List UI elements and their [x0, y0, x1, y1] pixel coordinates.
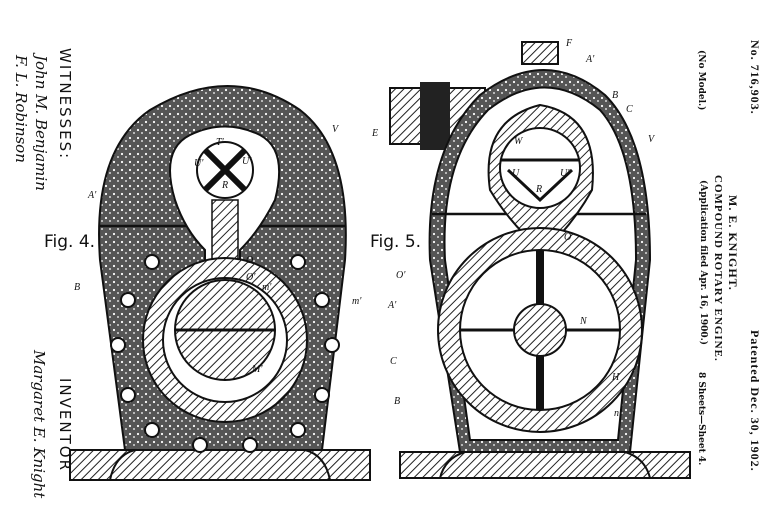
fig5-part-label: C	[626, 104, 633, 115]
fig4-part-label: m'	[352, 296, 362, 307]
fig5-part-label: F	[566, 38, 573, 49]
fig4-part-label: M'	[252, 364, 263, 375]
fig5-part-label: E	[372, 128, 379, 139]
fig5-part-label: H	[612, 372, 620, 383]
fig4-part-label: V	[332, 124, 339, 135]
fig4-part-label: T'	[216, 137, 224, 148]
fig5-part-label: B	[612, 90, 619, 101]
fig4-part-label: m'	[262, 282, 272, 293]
fig5-part-label: N	[580, 316, 587, 327]
fig5-part-label: n'	[614, 408, 622, 419]
fig5-part-label: U	[512, 168, 520, 179]
fig-4-label: Fig. 4.	[44, 232, 96, 252]
fig4-part-label: U'	[194, 158, 204, 169]
fig4-part-label: O'	[246, 272, 256, 283]
fig4-part-label: B	[74, 282, 81, 293]
fig5-part-label: B	[394, 396, 401, 407]
fig5-part-label: A'	[388, 300, 397, 311]
fig4-part-label: R	[222, 180, 229, 191]
fig5-part-label: U'	[560, 168, 570, 179]
figure-4-drawing	[69, 85, 371, 481]
fig5-part-label: O'	[396, 270, 406, 281]
fig-5-label: Fig. 5.	[370, 232, 422, 252]
fig4-part-label: A'	[88, 190, 97, 201]
fig5-part-label: W	[514, 136, 523, 147]
fig5-part-label: C	[390, 356, 397, 367]
fig4-part-label: O	[246, 255, 254, 266]
figure-5-drawing	[389, 41, 691, 479]
fig5-part-label: V	[648, 134, 655, 145]
fig5-part-label: A'	[586, 54, 595, 65]
fig5-part-label: R	[536, 184, 543, 195]
fig5-part-label: O	[564, 232, 572, 243]
fig4-part-label: U'	[242, 156, 252, 167]
